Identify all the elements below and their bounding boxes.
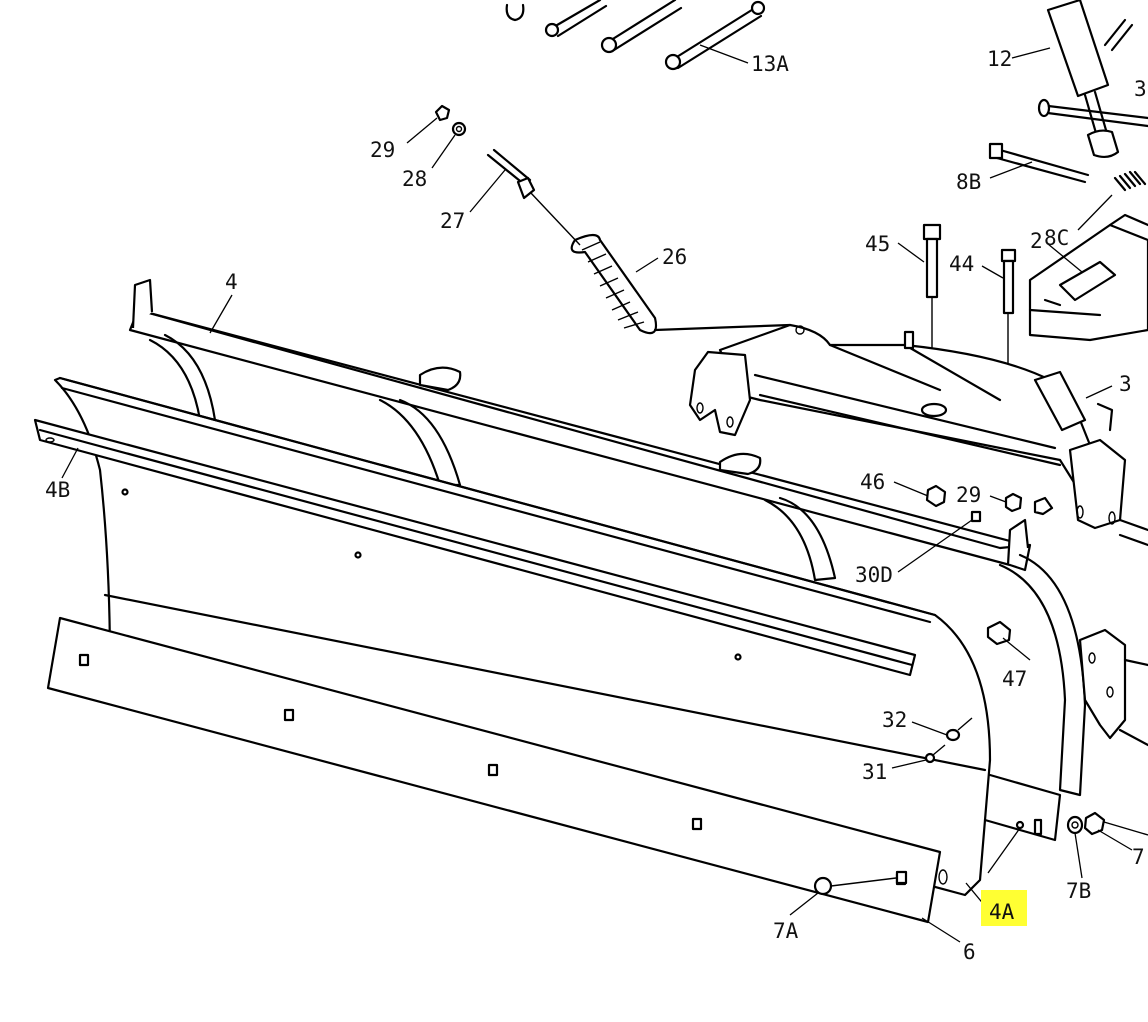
label-29: 29	[956, 483, 981, 507]
label-47: 47	[1002, 667, 1027, 691]
label-8C: 8C	[1044, 226, 1069, 250]
label-7A: 7A	[773, 919, 799, 943]
label-6: 6	[963, 940, 976, 964]
label-44: 44	[949, 252, 974, 276]
label-4B: 4B	[45, 478, 70, 502]
label-28: 28	[402, 167, 427, 191]
hardware	[813, 484, 1148, 896]
label-29-top: 29	[370, 138, 395, 162]
label-4A: 4A	[989, 900, 1015, 924]
label-12: 12	[987, 47, 1012, 71]
label-32: 32	[882, 708, 907, 732]
frame-tube-4	[128, 278, 1087, 797]
label-3: 3	[1119, 372, 1132, 396]
pin-8B	[988, 142, 1090, 184]
label-13A: 13A	[751, 52, 789, 76]
cylinder-12	[1037, 0, 1148, 159]
label-26: 26	[662, 245, 687, 269]
label-7: 7	[1132, 845, 1145, 869]
moldboard-4A	[33, 376, 1062, 897]
bolt-group-13A	[505, 0, 766, 71]
label-7B: 7B	[1066, 879, 1091, 903]
a-frame-2	[1028, 213, 1148, 342]
spring-8C	[1113, 170, 1147, 192]
label-31: 31	[862, 760, 887, 784]
spring-assembly	[434, 104, 792, 335]
label-3-top: 3	[1134, 77, 1147, 101]
label-46: 46	[860, 470, 885, 494]
label-4: 4	[225, 270, 238, 294]
pivot-frame-3	[688, 323, 1148, 547]
label-8B: 8B	[956, 170, 981, 194]
label-30D: 30D	[855, 563, 893, 587]
part-labels: 13A 12 3 29 28 27 26 8B 8C 45 44 2 4 3 4…	[45, 47, 1147, 964]
label-45: 45	[865, 232, 890, 256]
label-2: 2	[1030, 229, 1043, 253]
highlight-4A	[981, 890, 1027, 926]
label-27: 27	[440, 209, 465, 233]
